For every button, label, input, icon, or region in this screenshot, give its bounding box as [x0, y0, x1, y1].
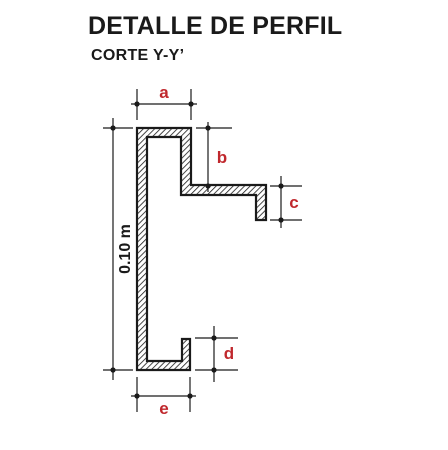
- label-height: 0.10 m: [117, 224, 134, 274]
- diagram-subtitle: CORTE Y-Y’: [91, 47, 185, 64]
- dimension-a: [131, 89, 197, 120]
- dimension-b: [196, 122, 232, 192]
- dimension-c: [270, 176, 302, 228]
- label-a: a: [159, 83, 169, 102]
- dimension-d: [195, 326, 238, 382]
- label-d: d: [224, 344, 234, 363]
- label-e: e: [159, 399, 168, 418]
- dimension-e: [131, 377, 196, 412]
- label-b: b: [217, 148, 227, 167]
- label-c: c: [289, 193, 298, 212]
- dimension-height: [103, 118, 133, 380]
- profile-section: [135, 126, 268, 372]
- diagram-title: DETALLE DE PERFIL: [88, 12, 343, 40]
